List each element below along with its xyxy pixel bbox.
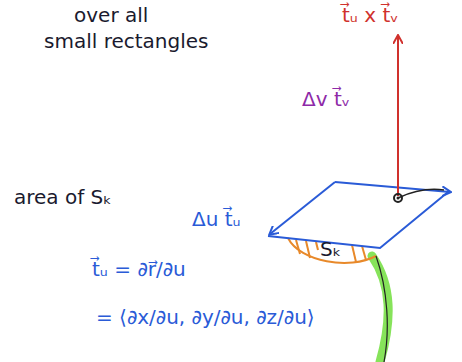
surface-label: Sₖ [320, 238, 341, 261]
surface-curve [398, 189, 444, 198]
note-text: small rectangles [44, 30, 208, 53]
tu-vector [270, 182, 335, 234]
highlight-stroke [372, 256, 388, 362]
formula: t⃗ᵤ = ∂r⃗/∂u [92, 258, 186, 281]
vector-label: t⃗ᵤ x t⃗ᵥ [342, 4, 399, 27]
vector-label: Δv t⃗ᵥ [302, 88, 350, 111]
base-point [394, 194, 402, 202]
base-point-dot [397, 197, 400, 200]
tv-vector [335, 182, 450, 192]
note-text: over all [74, 4, 148, 27]
normal-vector [397, 36, 399, 196]
tangent-parallelogram [268, 192, 448, 248]
formula: = ⟨∂x/∂u, ∂y/∂u, ∂z/∂u⟩ [96, 306, 315, 329]
note-text: area of Sₖ [14, 186, 112, 209]
vector-label: Δu t⃗ᵤ [192, 208, 241, 231]
surface-edge [376, 256, 387, 362]
surface-patch [288, 238, 376, 263]
